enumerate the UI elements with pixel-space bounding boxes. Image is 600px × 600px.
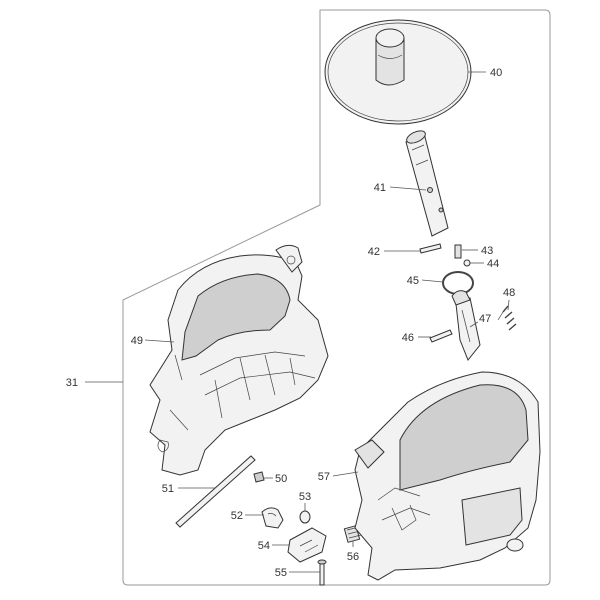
part-54-block (287, 527, 327, 563)
leader-41 (389, 186, 427, 191)
part-46-pin (429, 329, 453, 343)
callout-51: 51 (162, 483, 174, 495)
callout-31: 31 (66, 377, 78, 389)
part-56-spring (343, 525, 362, 543)
callout-45: 45 (407, 275, 419, 287)
part-43-spring (454, 244, 462, 259)
leader-lines (85, 71, 510, 573)
callout-50: 50 (275, 473, 287, 485)
leader-45 (421, 279, 444, 283)
leader-57 (332, 471, 359, 477)
part-53-knob (299, 510, 311, 524)
leader-49 (144, 339, 175, 343)
callout-49: 49 (131, 335, 143, 347)
part-57-right-guard (354, 371, 541, 581)
part-40-disc (324, 19, 472, 125)
callout-44: 44 (487, 258, 499, 270)
part-42-pin (419, 243, 442, 254)
callout-56: 56 (347, 551, 359, 563)
leader-47 (469, 321, 479, 328)
leader-48 (507, 299, 510, 311)
callout-55: 55 (275, 567, 287, 579)
callout-52: 52 (231, 510, 243, 522)
callout-57: 57 (318, 471, 330, 483)
part-48-spring (497, 305, 517, 331)
part-47-lever (451, 290, 481, 361)
part-52-bracket (261, 507, 284, 529)
callout-53: 53 (299, 491, 311, 503)
part-41-shaft (405, 130, 449, 237)
callout-54: 54 (258, 540, 270, 552)
part-51-rod (175, 455, 256, 528)
part-49-left-guard (149, 244, 329, 476)
callout-42: 42 (368, 246, 380, 258)
callout-41: 41 (374, 182, 386, 194)
callout-43: 43 (481, 245, 493, 257)
callout-48: 48 (503, 287, 515, 299)
callout-47: 47 (479, 313, 491, 325)
callout-46: 46 (402, 332, 414, 344)
callout-40: 40 (490, 67, 502, 79)
callout-labels: 31 40 41 42 43 44 45 46 47 48 49 50 51 5… (66, 67, 516, 579)
part-55-screw (317, 559, 327, 586)
assembly-31-frame (122, 9, 551, 586)
part-44-ball (463, 259, 471, 267)
part-50-clip (253, 471, 265, 483)
